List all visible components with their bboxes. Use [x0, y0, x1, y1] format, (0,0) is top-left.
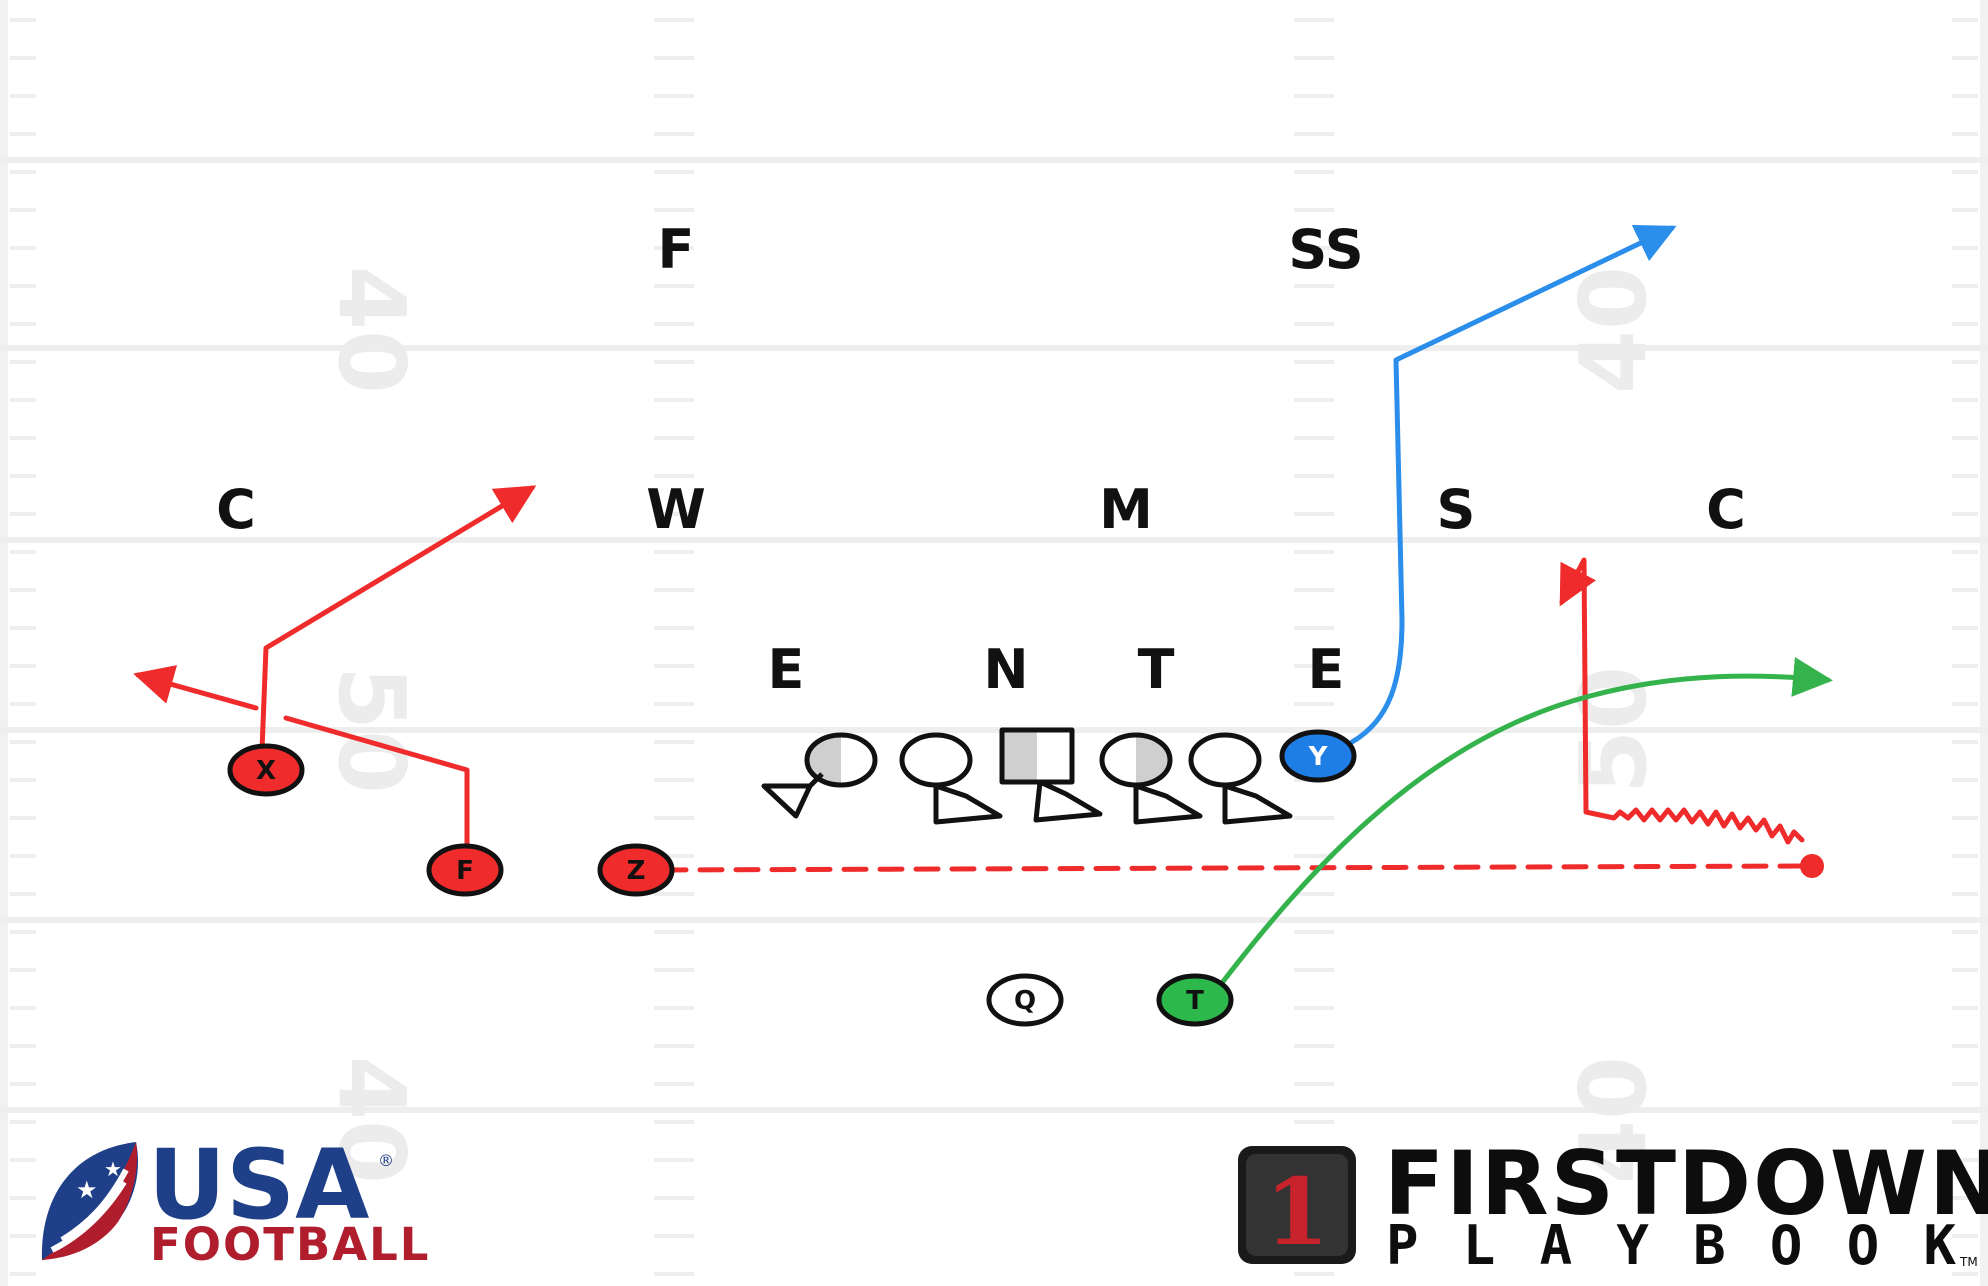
- defender-n: N: [983, 638, 1028, 701]
- firstdown-logo-main: FIRSTDOWN: [1384, 1132, 1988, 1235]
- route-endpoint-dot: [1800, 854, 1824, 878]
- usa-football-ball-icon: ★ ★: [41, 1142, 139, 1260]
- z-route: [1559, 557, 1805, 845]
- yard-number: 40: [1560, 266, 1667, 394]
- defender-m: M: [1099, 478, 1153, 541]
- y-route: [1349, 225, 1677, 745]
- yard-lines: [0, 157, 1988, 1113]
- defender-t: T: [1138, 638, 1175, 701]
- center: [999, 727, 1103, 823]
- player-q: Q: [986, 973, 1064, 1027]
- right-guard: [1099, 732, 1203, 825]
- offensive-players: X F Z Y Q T: [227, 729, 1824, 1027]
- left-guard: [899, 732, 1003, 825]
- player-f-letter: F: [456, 856, 474, 886]
- svg-text:★: ★: [76, 1176, 98, 1204]
- yard-number: 40: [318, 1056, 425, 1184]
- usa-logo-reg: ®: [378, 1151, 394, 1170]
- svg-text:★: ★: [104, 1157, 122, 1181]
- firstdown-logo-tm: TM: [1959, 1255, 1978, 1269]
- usa-football-logo: ★ ★ USA ® FOOTBALL: [41, 1129, 430, 1271]
- player-z: Z: [597, 843, 675, 897]
- defender-c-right: C: [1706, 478, 1746, 541]
- yard-numbers: 40 50 40 40 50 40: [318, 266, 1667, 1184]
- left-tackle: [761, 732, 878, 819]
- z-motion: [661, 863, 1813, 873]
- hash-marks: [10, 18, 1978, 1276]
- player-t-letter: T: [1186, 986, 1204, 1016]
- defender-s: S: [1437, 478, 1476, 541]
- player-q-letter: Q: [1014, 986, 1036, 1016]
- x-route: [259, 485, 537, 753]
- player-f: F: [426, 843, 504, 897]
- player-x: X: [227, 743, 305, 797]
- player-x-letter: X: [256, 756, 276, 786]
- defender-ss: SS: [1288, 218, 1363, 281]
- defender-e-right: E: [1308, 638, 1345, 701]
- offensive-line: [761, 727, 1293, 825]
- routes: [133, 225, 1833, 999]
- right-tackle: [1188, 732, 1293, 825]
- usa-logo-main: USA: [148, 1129, 369, 1241]
- defender-e-left: E: [768, 638, 805, 701]
- t-route: [1209, 657, 1833, 999]
- firstdown-icon: 1: [1238, 1146, 1356, 1266]
- firstdown-icon-numeral: 1: [1265, 1158, 1329, 1266]
- defender-f: F: [658, 218, 695, 281]
- defender-w: W: [646, 478, 706, 541]
- player-t: T: [1156, 973, 1234, 1027]
- usa-logo-sub: FOOTBALL: [150, 1218, 430, 1271]
- f-route-arrow: [133, 665, 259, 711]
- player-z-letter: Z: [627, 856, 646, 886]
- yard-number: 40: [1560, 1056, 1667, 1184]
- f-route: [283, 715, 470, 858]
- defense-labels: F SS C W M S C E N T E: [216, 218, 1746, 701]
- defender-c-left: C: [216, 478, 256, 541]
- yard-number: 50: [1560, 666, 1667, 794]
- yard-number: 40: [318, 266, 425, 394]
- player-y-letter: Y: [1308, 742, 1329, 772]
- player-y: Y: [1279, 729, 1357, 783]
